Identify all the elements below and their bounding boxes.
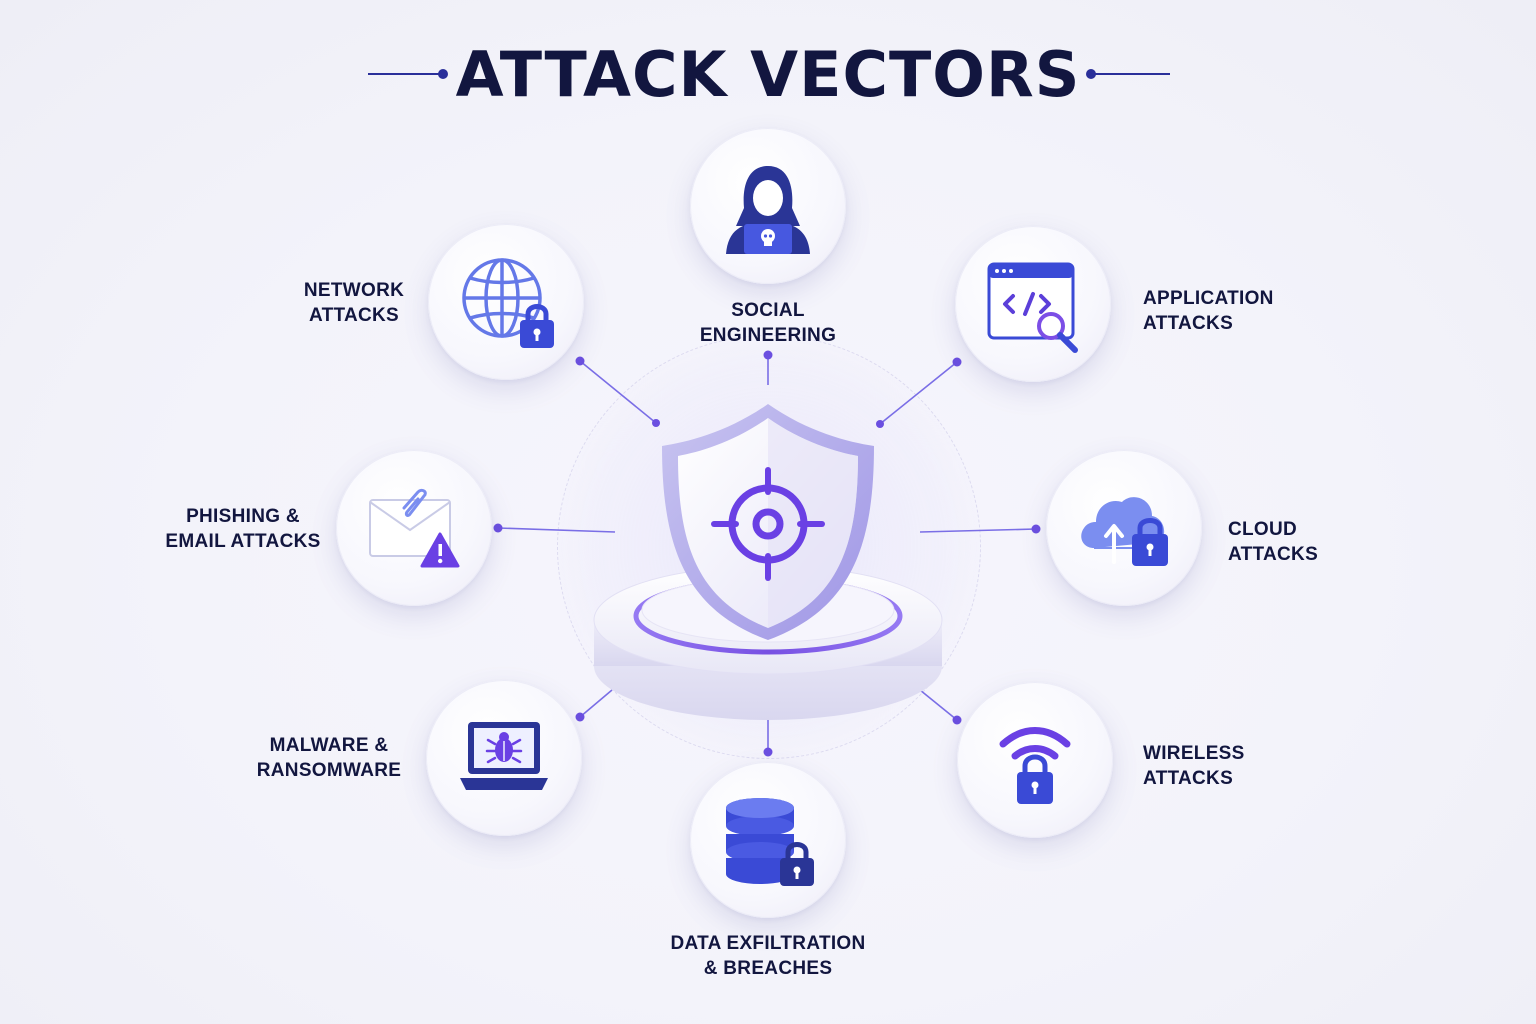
label-line-1: DATA EXFILTRATION: [670, 933, 866, 954]
connector-dot-wireless: [952, 715, 962, 725]
node-data-exfiltration: [690, 762, 846, 918]
label-line-1: APPLICATION: [1143, 288, 1274, 309]
title-right-dot: [1086, 69, 1096, 79]
title-bar: ATTACK VECTORS: [0, 30, 1536, 120]
label-line-2: & BREACHES: [703, 958, 833, 979]
connector-dot-data: [763, 747, 773, 757]
node-social-engineering: [690, 128, 846, 284]
node-malware-ransomware: [426, 680, 582, 836]
connector-dot-application: [952, 357, 962, 367]
label-wireless-attacks: WIRELESS ATTACKS: [1143, 741, 1245, 791]
shield-target-icon: [588, 398, 948, 738]
connector-dot-application-inner: [876, 420, 884, 428]
node-cloud-attacks: [1046, 450, 1202, 606]
label-line-2: EMAIL ATTACKS: [165, 531, 321, 552]
label-line-1: NETWORK: [303, 280, 405, 301]
node-wireless-attacks: [957, 682, 1113, 838]
label-line-1: WIRELESS: [1143, 743, 1245, 764]
cloud-lock-icon: [1074, 478, 1174, 578]
label-line-1: MALWARE &: [269, 735, 389, 756]
label-line-2: ATTACKS: [1143, 768, 1234, 789]
label-line-2: ATTACKS: [1143, 313, 1234, 334]
label-application-attacks: APPLICATION ATTACKS: [1143, 286, 1274, 336]
connector-dot-phishing: [493, 523, 503, 533]
globe-lock-icon: [456, 252, 556, 352]
hooded-hacker-icon: [718, 156, 818, 256]
connector-cloud: [919, 528, 1037, 533]
wifi-lock-icon: [985, 710, 1085, 810]
title-left-dot: [438, 69, 448, 79]
envelope-warning-icon: [364, 478, 464, 578]
page-title: ATTACK VECTORS: [455, 38, 1081, 111]
label-phishing-email: PHISHING & EMAIL ATTACKS: [158, 504, 328, 554]
connector-dot-network: [575, 356, 585, 366]
label-line-2: ATTACKS: [1228, 544, 1319, 565]
label-social-engineering: SOCIAL ENGINEERING: [688, 298, 848, 348]
title-right-rule: [1094, 73, 1170, 75]
code-window-icon: [983, 254, 1083, 354]
label-cloud-attacks: CLOUD ATTACKS: [1228, 517, 1318, 567]
connector-dot-cloud: [1031, 524, 1041, 534]
connector-dot-malware: [575, 712, 585, 722]
connector-network: [579, 360, 657, 424]
label-line-1: CLOUD: [1228, 519, 1298, 540]
label-line-2: RANSOMWARE: [256, 760, 402, 781]
node-network-attacks: [428, 224, 584, 380]
title-left-rule: [368, 73, 442, 75]
connector-wireless: [919, 689, 958, 721]
label-line-2: ATTACKS: [308, 305, 400, 326]
node-application-attacks: [955, 226, 1111, 382]
label-network-attacks: NETWORK ATTACKS: [284, 278, 424, 328]
label-data-exfiltration: DATA EXFILTRATION & BREACHES: [648, 931, 888, 981]
label-line-1: SOCIAL: [731, 300, 805, 321]
node-phishing-email: [336, 450, 492, 606]
connector-malware: [579, 689, 613, 718]
connector-application: [879, 361, 958, 425]
label-line-1: PHISHING &: [186, 506, 300, 527]
connector-dot-network-inner: [652, 419, 660, 427]
label-malware-ransomware: MALWARE & RANSOMWARE: [244, 733, 414, 783]
label-line-2: ENGINEERING: [699, 325, 837, 346]
database-lock-icon: [718, 790, 818, 890]
connector-phishing: [497, 527, 616, 533]
connector-dot-social: [763, 350, 773, 360]
laptop-bug-icon: [454, 708, 554, 808]
